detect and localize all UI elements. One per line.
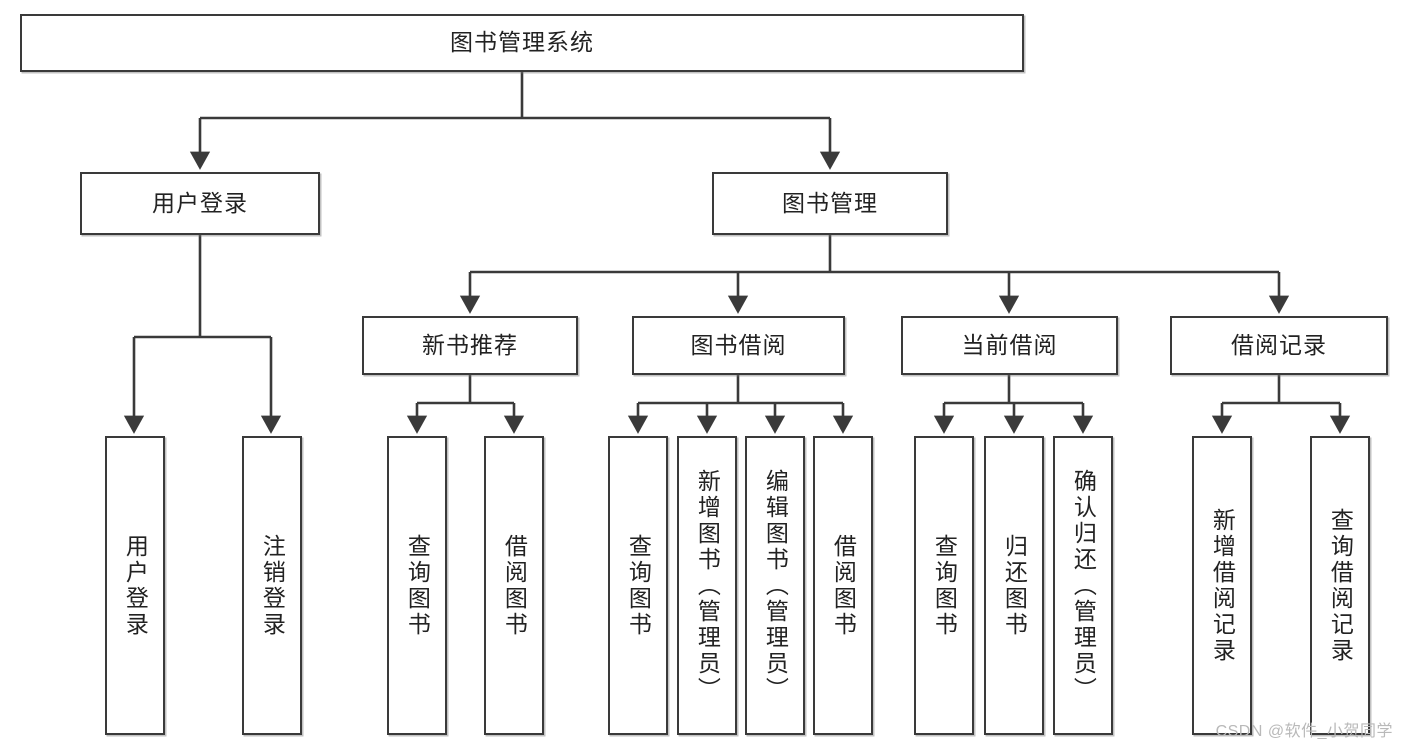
node-leaf-add-borrow-record-label: 新增借阅记录: [1209, 507, 1236, 664]
node-leaf-edit-book-admin[interactable]: 编辑图书（管理员）: [745, 436, 805, 735]
node-leaf-confirm-return-admin[interactable]: 确认归还（管理员）: [1053, 436, 1113, 735]
node-leaf-add-book-admin-label: 新增图书（管理员）: [694, 468, 721, 703]
node-leaf-return-book[interactable]: 归还图书: [984, 436, 1044, 735]
node-book-management-label: 图书管理: [782, 189, 878, 216]
node-leaf-borrow-book-label: 借阅图书: [830, 533, 857, 638]
node-leaf-borrow-book[interactable]: 借阅图书: [813, 436, 873, 735]
node-leaf-query-borrow-record-label: 查询借阅记录: [1327, 507, 1354, 664]
node-current-borrow[interactable]: 当前借阅: [901, 316, 1118, 375]
node-leaf-add-book-admin[interactable]: 新增图书（管理员）: [677, 436, 737, 735]
node-user-login[interactable]: 用户登录: [80, 172, 320, 235]
node-leaf-confirm-return-admin-label: 确认归还（管理员）: [1070, 468, 1097, 703]
node-leaf-query-book-recommend-label: 查询图书: [404, 533, 431, 638]
node-book-management[interactable]: 图书管理: [712, 172, 948, 235]
node-book-borrow[interactable]: 图书借阅: [632, 316, 845, 375]
node-leaf-query-book-current[interactable]: 查询图书: [914, 436, 974, 735]
node-leaf-edit-book-admin-label: 编辑图书（管理员）: [762, 468, 789, 703]
node-leaf-borrow-book-recommend[interactable]: 借阅图书: [484, 436, 544, 735]
node-leaf-query-book-recommend[interactable]: 查询图书: [387, 436, 447, 735]
node-new-book-recommend[interactable]: 新书推荐: [362, 316, 578, 375]
node-leaf-return-book-label: 归还图书: [1001, 533, 1028, 638]
node-leaf-logout-login[interactable]: 注销登录: [242, 436, 302, 735]
node-leaf-query-book-borrow-label: 查询图书: [625, 533, 652, 638]
node-root[interactable]: 图书管理系统: [20, 14, 1024, 72]
node-leaf-user-login[interactable]: 用户登录: [105, 436, 165, 735]
node-borrow-record[interactable]: 借阅记录: [1170, 316, 1388, 375]
node-borrow-record-label: 借阅记录: [1231, 331, 1327, 358]
node-leaf-add-borrow-record[interactable]: 新增借阅记录: [1192, 436, 1252, 735]
node-leaf-query-borrow-record[interactable]: 查询借阅记录: [1310, 436, 1370, 735]
node-leaf-logout-login-label: 注销登录: [259, 533, 286, 638]
node-root-label: 图书管理系统: [450, 29, 594, 56]
node-leaf-user-login-label: 用户登录: [122, 533, 149, 638]
node-current-borrow-label: 当前借阅: [961, 331, 1058, 358]
node-user-login-label: 用户登录: [152, 189, 248, 216]
node-leaf-query-book-borrow[interactable]: 查询图书: [608, 436, 668, 735]
csdn-watermark: CSDN @软件_小贺同学: [1215, 723, 1393, 740]
node-new-book-recommend-label: 新书推荐: [422, 331, 518, 358]
node-leaf-borrow-book-recommend-label: 借阅图书: [501, 533, 528, 638]
node-leaf-query-book-current-label: 查询图书: [931, 533, 958, 638]
node-book-borrow-label: 图书借阅: [690, 331, 787, 358]
